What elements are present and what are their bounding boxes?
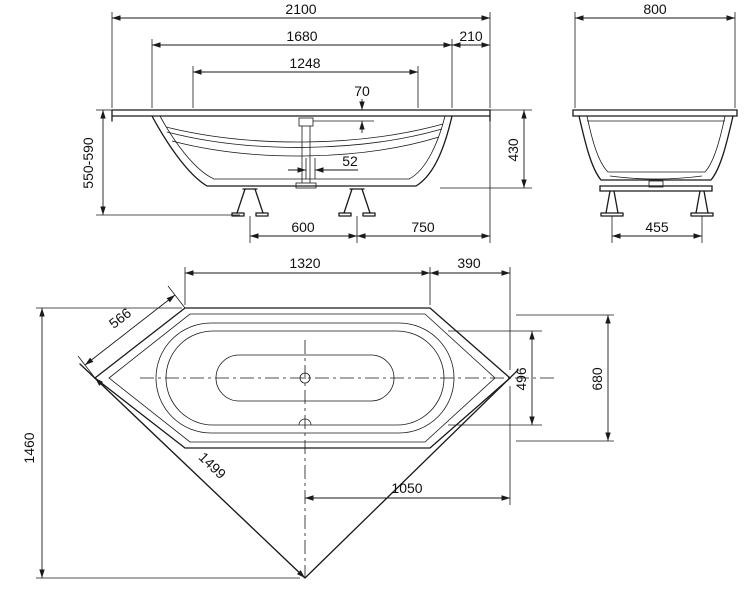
- front-dimension-lines: [100, 15, 527, 239]
- dim-label-overall-length: 2100: [285, 1, 316, 17]
- dim-label-overflow-drop: 70: [354, 83, 370, 99]
- dim-label-rim-end-offset: 210: [459, 28, 483, 44]
- dim-label-tub-depth: 430: [505, 138, 521, 162]
- plan-view: 1320 390 566 1460 1499 1050 496 680: [21, 255, 614, 579]
- dim-label-rim-straight-length: 1320: [289, 255, 320, 271]
- overflow-drain-column: [295, 117, 317, 189]
- dim-label-bottom-length: 1248: [289, 55, 320, 71]
- dim-label-inner-width: 496: [513, 367, 529, 391]
- dim-label-wall-height: 1460: [21, 432, 37, 463]
- side-dimension-lines: [575, 15, 735, 239]
- foot-front-right: [338, 188, 376, 217]
- plan-dimension-lines: [39, 270, 611, 579]
- dim-label-corner-to-tip: 1050: [391, 480, 422, 496]
- side-dimension-labels: 800 455: [643, 1, 669, 235]
- tub-front-interior: [159, 115, 446, 180]
- dim-label-side-width: 800: [643, 1, 667, 17]
- dim-label-outer-width: 680: [589, 367, 605, 391]
- dim-label-corner-edge-length: 566: [106, 304, 134, 331]
- dim-label-overall-height: 550-590: [80, 137, 96, 189]
- tub-front-outline: [111, 109, 491, 187]
- front-dimension-labels: 2100 1680 210 1248 70 52 550-590 430 600…: [80, 1, 521, 235]
- plan-dimension-labels: 1320 390 566 1460 1499 1050 496 680: [21, 255, 605, 496]
- tub-side-interior: [586, 115, 726, 188]
- dim-label-side-feet-spacing: 455: [645, 219, 669, 235]
- dim-label-rim-inner-length: 1680: [286, 28, 317, 44]
- dim-label-feet-to-end: 750: [411, 219, 435, 235]
- support-rail-and-feet: [599, 185, 714, 217]
- front-elevation-view: 2100 1680 210 1248 70 52 550-590 430 600…: [80, 1, 532, 243]
- tub-side-outline: [572, 109, 738, 181]
- dim-label-feet-spacing: 600: [291, 219, 315, 235]
- front-extension-lines: [96, 12, 532, 243]
- side-extension-lines: [574, 12, 736, 243]
- corner-wall-lines: [79, 363, 519, 579]
- dim-label-wall-diagonal: 1499: [196, 449, 230, 482]
- dim-label-drain-offset: 52: [342, 153, 358, 169]
- dim-label-corner-run: 390: [457, 255, 481, 271]
- side-elevation-view: 800 455: [572, 1, 738, 243]
- foot-front-left: [231, 188, 269, 217]
